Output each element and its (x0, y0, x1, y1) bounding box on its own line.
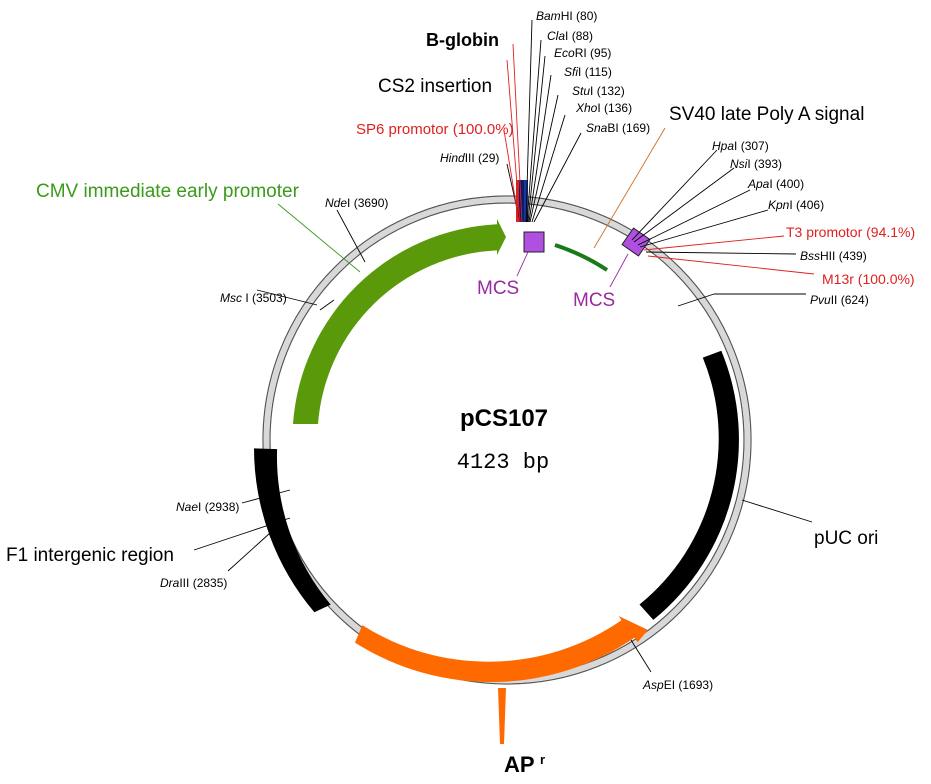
backbone-ring (262, 195, 752, 685)
cs2-label: CS2 insertion (378, 76, 492, 97)
site-label: AspEI (1693) (642, 678, 713, 692)
site-label: NdeI (3690) (325, 196, 388, 210)
mcs1-leader (516, 251, 529, 277)
sv40-polya-arc (554, 243, 609, 272)
t3-label: T3 promotor (94.1%) (786, 224, 915, 240)
m13r-label: M13r (100.0%) (822, 271, 915, 287)
mcs-box-1 (523, 231, 545, 253)
site-label: KpnI (406) (768, 198, 824, 212)
mcs2-leader (609, 253, 629, 288)
sp6-label: SP6 promotor (100.0%) (356, 121, 514, 138)
cs2-leader (506, 59, 521, 223)
ampr-pointer (498, 688, 506, 744)
site-label: HindIII (29) (440, 151, 499, 165)
cmv-label: CMV immediate early promoter (36, 181, 300, 202)
site-label: EcoRI (95) (554, 46, 611, 60)
ampr-label: AP (504, 752, 535, 777)
site-label: XhoI (136) (575, 101, 632, 115)
site-label: BssHII (439) (800, 249, 867, 263)
bglobin-label: B-globin (426, 30, 499, 50)
site-label: StuI (132) (572, 84, 625, 98)
sp6-leader (503, 129, 520, 223)
restriction-sites: BamHI (80) ClaI (88) EcoRI (95) SfiI (11… (160, 9, 869, 692)
site-label: BamHI (80) (536, 9, 597, 23)
puc-ori-block (639, 350, 739, 620)
f1-label: F1 intergenic region (6, 545, 174, 566)
site-label: NsiI (393) (730, 157, 782, 171)
m13r-leader (647, 255, 815, 275)
site-label: SfiI (115) (564, 65, 612, 79)
cmv-leader (277, 203, 361, 273)
site-label: SnaBI (169) (586, 121, 650, 135)
plasmid-size: 4123 bp (457, 450, 549, 475)
ampr-arrow (355, 616, 648, 683)
cmv-promoter-arrow (293, 219, 506, 424)
bglobin-leader (512, 43, 523, 223)
mcs-label-2: MCS (573, 290, 615, 311)
sv40-leader (593, 127, 666, 249)
mcs-label-1: MCS (477, 278, 519, 299)
sv40-label: SV40 late Poly A signal (669, 104, 864, 125)
site-label: NaeI (2938) (176, 500, 239, 514)
ampr-superscript: r (540, 752, 545, 767)
f1-region-block (254, 448, 331, 613)
site-label: DraIII (2835) (160, 576, 227, 590)
site-label: PvuII (624) (810, 293, 869, 307)
plasmid-name: pCS107 (460, 405, 548, 432)
leader-lines (193, 19, 813, 673)
site-label: Msc I (3503) (220, 291, 287, 305)
site-label: ApaI (400) (747, 177, 804, 191)
t3-leader (643, 235, 785, 251)
site-label: HpaI (307) (712, 139, 769, 153)
site-label: ClaI (88) (547, 29, 593, 43)
puc-ori-label: pUC ori (814, 528, 878, 549)
